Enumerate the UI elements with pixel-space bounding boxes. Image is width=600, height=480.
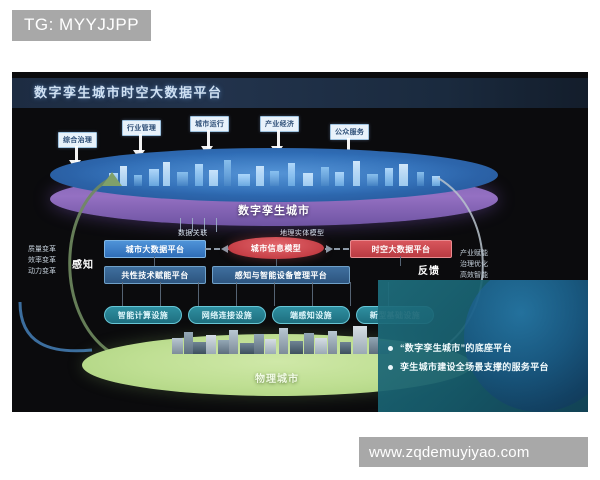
mid-stem-0 (180, 218, 181, 232)
left-axis-item-2: 动力变革 (28, 268, 56, 275)
vline-1 (276, 259, 277, 266)
mid-note-1: 地理实体模型 (280, 230, 325, 237)
list-item: “数字孪生城市”的底座平台 (388, 342, 582, 355)
mid-note-0: 数据关联 (178, 230, 208, 237)
left-axis-item-0: 质量变革 (28, 246, 56, 253)
bullet-dot-icon (388, 346, 393, 351)
infra-box-smart-computing[interactable]: 智能计算设施 (104, 306, 182, 324)
capability-stem-4 (347, 138, 350, 154)
list-item: 孪生城市建设全场景支撑的服务平台 (388, 361, 582, 374)
digital-twin-label: 数字孪生城市 (238, 205, 310, 217)
tg-tag: TG: MYYJJPP (12, 10, 152, 41)
overlay-bullet-0: “数字孪生城市”的底座平台 (400, 343, 512, 353)
left-axis-items: 质量变革 效率变革 动力变革 (28, 244, 56, 277)
twin-city-model (95, 152, 453, 192)
connector-left (205, 245, 229, 253)
capability-label-4: 公众服务 (330, 124, 370, 140)
right-axis-items: 产业赋能 治理优化 高效智能 (460, 248, 488, 281)
right-axis-item-2: 高效智能 (460, 272, 488, 279)
vline-6 (236, 282, 237, 306)
vline-7 (274, 282, 275, 306)
mid-stem-2 (204, 218, 205, 232)
capability-stem-1 (139, 134, 142, 152)
overlay-panel: “数字孪生城市”的底座平台 孪生城市建设全场景支撑的服务平台 (378, 280, 588, 412)
capability-stem-0 (75, 146, 78, 162)
mid-stem-1 (192, 218, 193, 232)
vline-4 (160, 282, 161, 306)
tg-tag-text: TG: MYYJJPP (24, 15, 140, 34)
overlay-bullet-1: 孪生城市建设全场景支撑的服务平台 (400, 362, 549, 372)
connector-right (325, 245, 349, 253)
bullet-dot-icon (388, 365, 393, 370)
vline-0 (154, 256, 155, 266)
digital-twin-disc: 数字孪生城市 (50, 148, 498, 226)
mid-stem-3 (216, 218, 217, 232)
watermark-text: www.zqdemuyiyao.com (369, 443, 530, 461)
right-axis-title: 反馈 (418, 266, 440, 277)
vline-8 (312, 282, 313, 306)
capability-stem-2 (207, 130, 210, 148)
enable-box-common-tech[interactable]: 共性技术赋能平台 (104, 266, 206, 284)
platform-ellipse-city-info-model[interactable]: 城市信息模型 (228, 237, 324, 259)
capability-stem-3 (277, 130, 280, 148)
right-axis-item-1: 治理优化 (460, 261, 488, 268)
perception-arc (68, 172, 122, 354)
right-axis-item-0: 产业赋能 (460, 250, 488, 257)
watermark: www.zqdemuyiyao.com (359, 437, 588, 467)
enable-box-sensing-device-mgmt[interactable]: 感知与智能设备管理平台 (212, 266, 350, 284)
diagram-figure: 数字孪生城市时空大数据平台 综合治理 行业管理 城市运行 产业经济 公众服务 (12, 72, 588, 412)
vline-2 (400, 256, 401, 266)
physical-city-label: 物理城市 (255, 374, 299, 385)
infra-box-network[interactable]: 网络连接设施 (188, 306, 266, 324)
physical-city-model (168, 318, 394, 358)
left-axis-title: 感知 (72, 260, 94, 271)
lower-left-connector (18, 301, 93, 353)
vline-9 (350, 282, 351, 306)
figure-title: 数字孪生城市时空大数据平台 (34, 85, 223, 100)
infra-box-edge-sensing[interactable]: 端感知设施 (272, 306, 350, 324)
vline-3 (122, 282, 123, 306)
left-axis-item-1: 效率变革 (28, 257, 56, 264)
vline-5 (198, 282, 199, 306)
platform-box-spacetime-bigdata[interactable]: 时空大数据平台 (350, 240, 452, 258)
figure-title-bar: 数字孪生城市时空大数据平台 (12, 78, 588, 108)
disc-surface-blue (50, 148, 498, 202)
overlay-bullet-list: “数字孪生城市”的底座平台 孪生城市建设全场景支撑的服务平台 (388, 342, 582, 380)
